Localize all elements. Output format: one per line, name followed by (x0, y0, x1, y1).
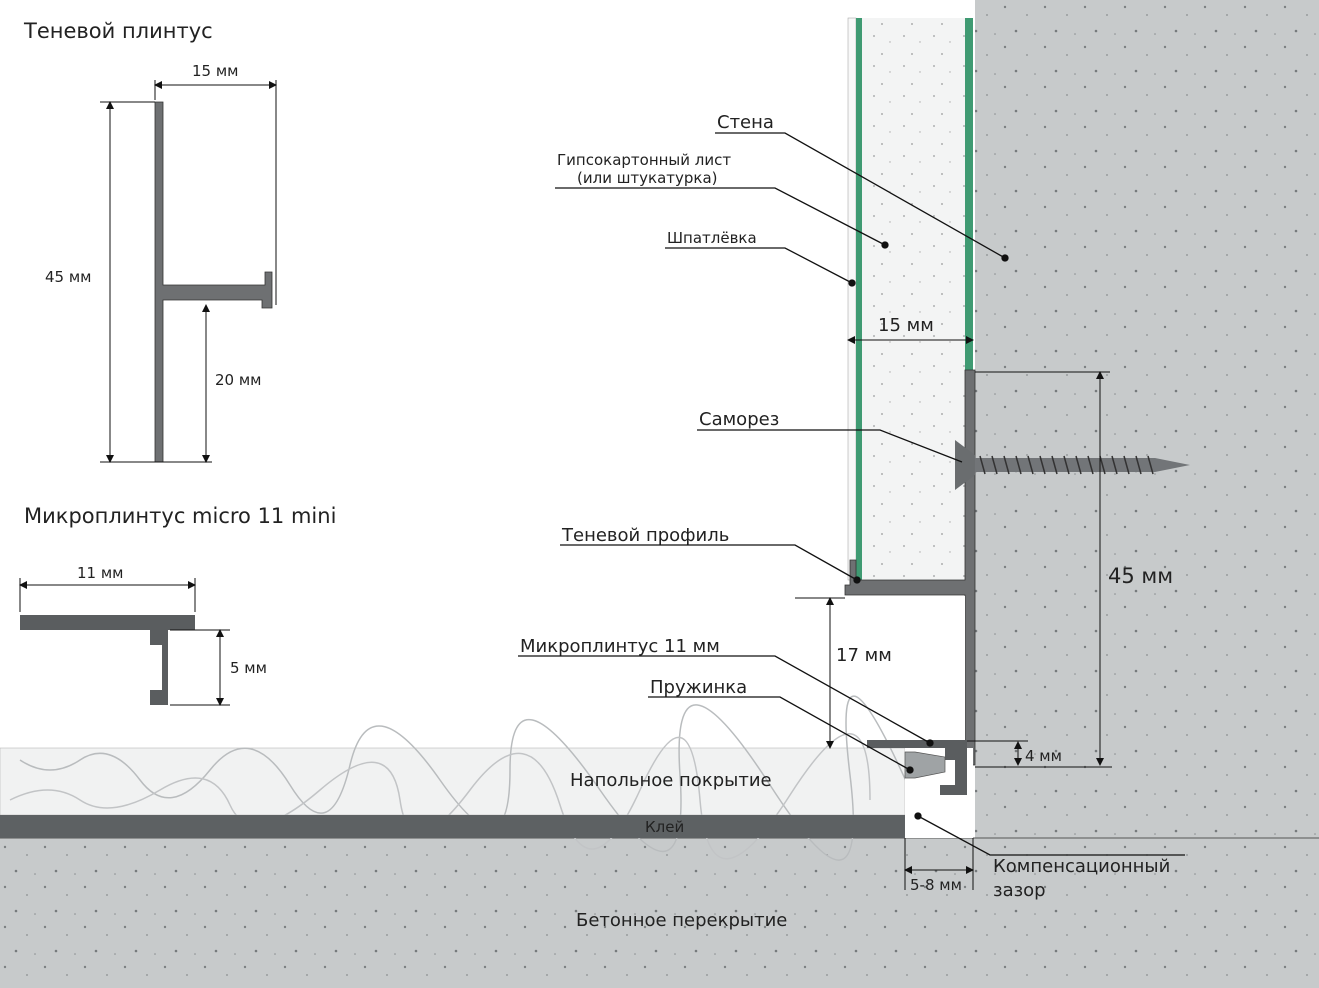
label-gap-2: зазор (993, 880, 1046, 901)
callout-leaders (518, 132, 1185, 856)
label-putty: Шпатлёвка (667, 229, 757, 247)
label-spring: Пружинка (650, 677, 747, 698)
green-strip-right (965, 18, 973, 370)
label-screw: Саморез (699, 409, 779, 430)
dim-micro-4mm: 4 мм (1025, 747, 1062, 765)
label-gap: Компенсационный (993, 856, 1170, 877)
dim-15mm: 15 мм (192, 62, 239, 80)
dim-11mm: 11 мм (77, 564, 124, 582)
green-strip-left (856, 18, 862, 580)
label-glue: Клей (645, 818, 684, 836)
dim-recess-17mm: 17 мм (836, 645, 892, 666)
label-wall: Стена (717, 112, 774, 133)
spring-icon (904, 751, 946, 779)
dim-20mm: 20 мм (215, 371, 262, 389)
dim-5mm: 5 мм (230, 659, 267, 677)
label-shadow-profile: Теневой профиль (561, 525, 729, 546)
label-micro-plinth: Микроплинтус 11 мм (520, 636, 720, 657)
label-slab: Бетонное перекрытие (576, 910, 787, 931)
concrete-slab (0, 838, 1319, 988)
glue-layer (0, 815, 905, 838)
screw-icon (955, 440, 1190, 490)
dim-45mm: 45 мм (45, 268, 92, 286)
concrete-wall (975, 0, 1319, 838)
micro-plinth-title: Микроплинтус micro 11 mini (24, 504, 336, 528)
label-floor-covering: Напольное покрытие (570, 770, 772, 791)
micro-plinth-section (867, 740, 967, 795)
drywall-sheet (862, 18, 965, 580)
dim-gap: 5-8 мм (910, 876, 962, 894)
micro-plinth-drawing (19, 578, 230, 706)
label-drywall: Гипсокартонный лист (557, 151, 731, 169)
dim-wall-15mm: 15 мм (878, 315, 934, 336)
shadow-plinth-title: Теневой плинтус (23, 19, 213, 43)
putty-layer (847, 17, 857, 581)
dim-profile-45mm: 45 мм (1108, 564, 1173, 588)
floor-covering (0, 747, 906, 816)
shadow-profile-drawing (100, 80, 277, 463)
label-drywall-note: (или штукатурка) (577, 169, 718, 187)
